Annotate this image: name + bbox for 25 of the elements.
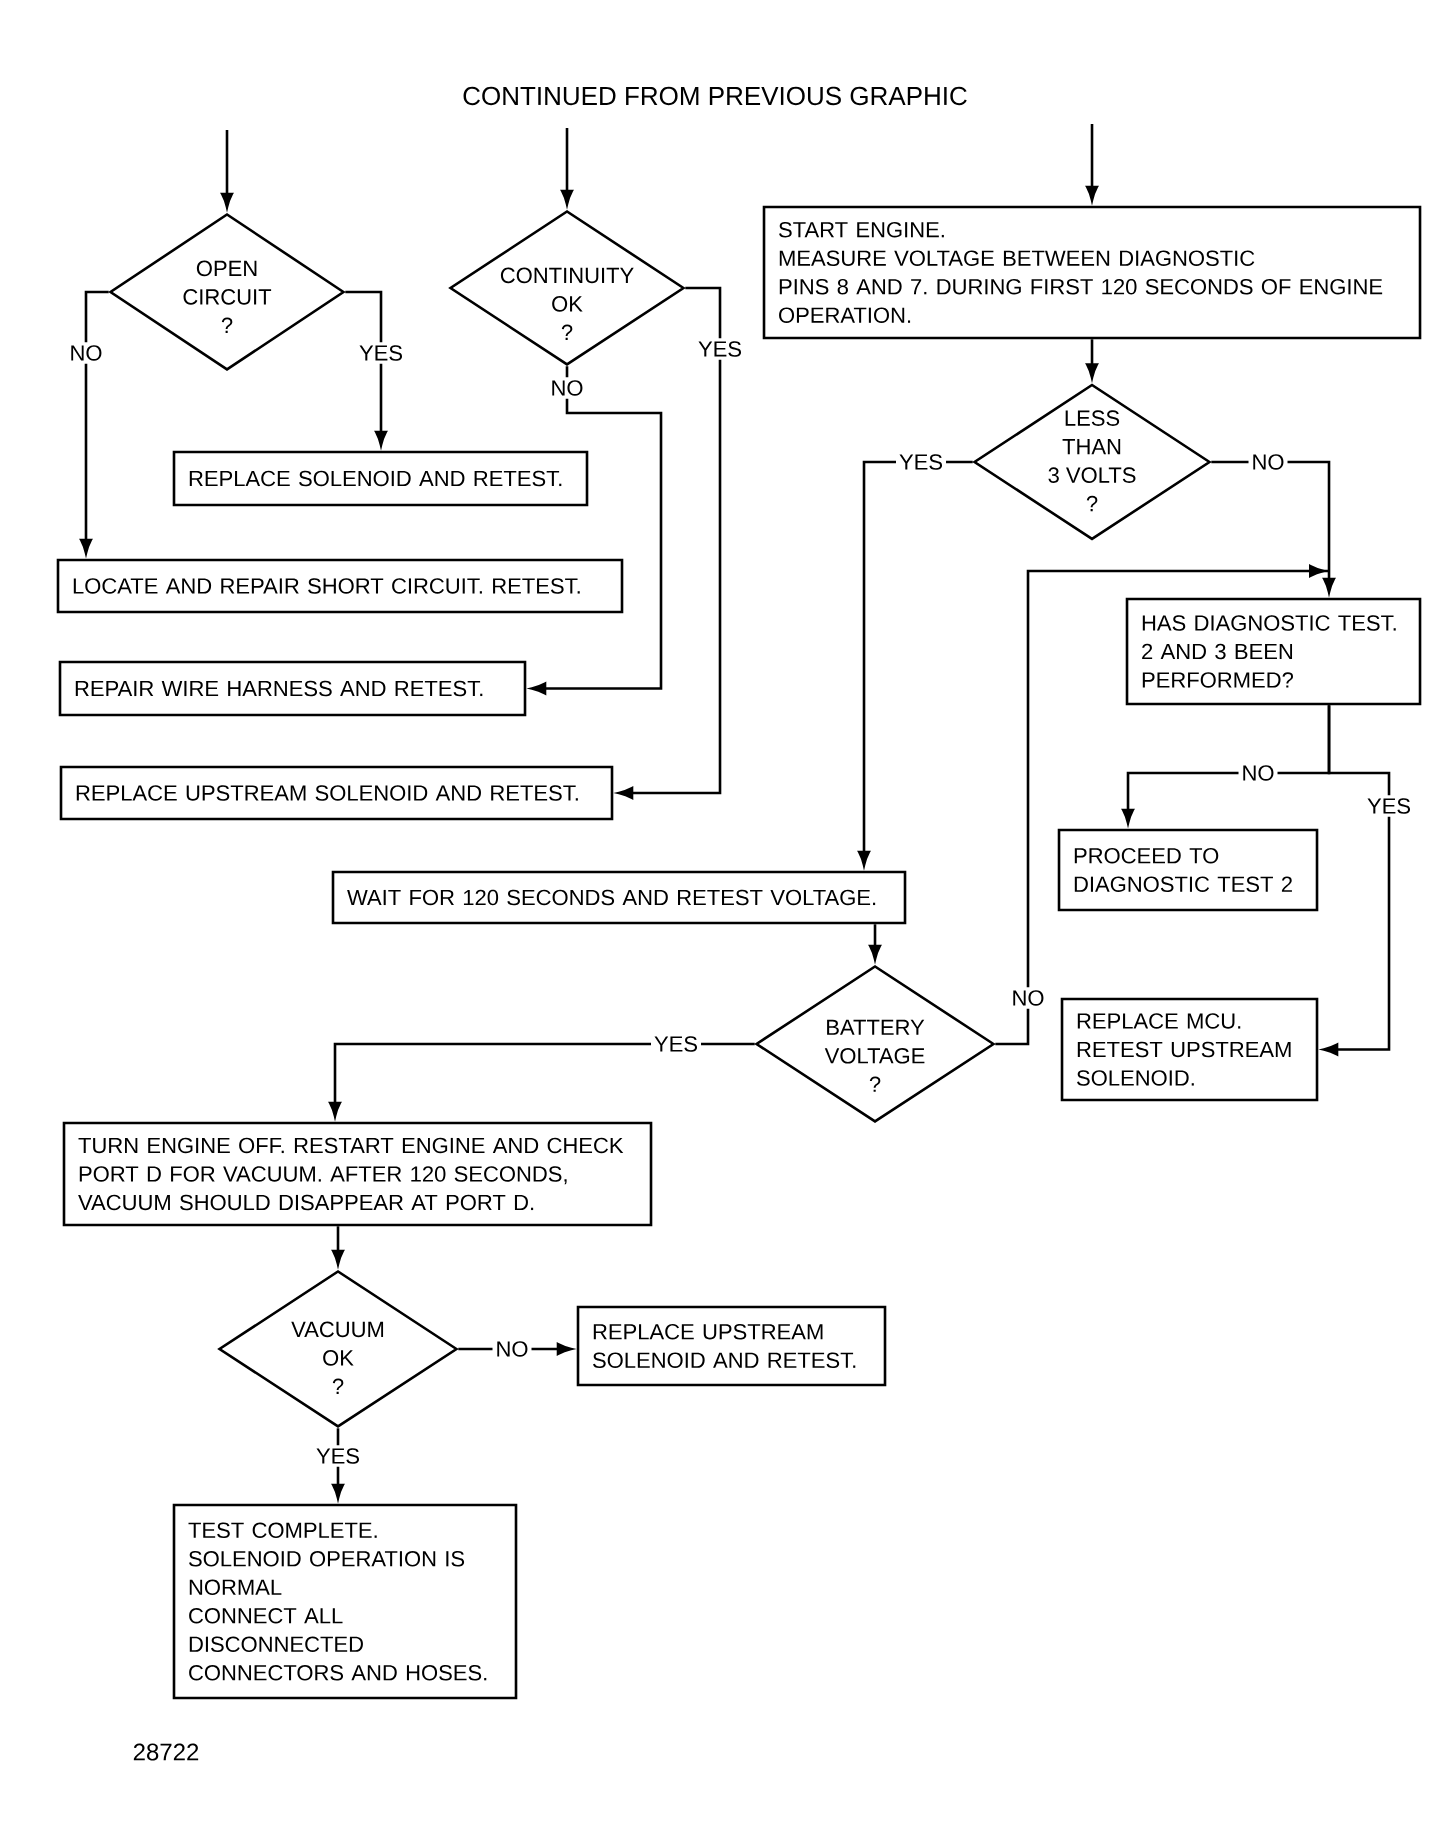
process-box: REPLACE SOLENOID AND RETEST. [172, 450, 589, 507]
process-box: HAS DIAGNOSTIC TEST. 2 AND 3 BEEN PERFORMED? [1125, 597, 1422, 706]
process-box: WAIT FOR 120 SECONDS AND RETEST VOLTAGE. [331, 870, 907, 925]
edge-label: NO [1248, 451, 1288, 473]
arrow [995, 564, 1329, 1046]
process-box: PROCEED TO DIAGNOSTIC TEST 2 [1057, 828, 1319, 912]
edge-label: NO [492, 1338, 532, 1360]
process-box: LOCATE AND REPAIR SHORT CIRCUIT. RETEST. [56, 558, 624, 614]
process-box: TURN ENGINE OFF. RESTART ENGINE AND CHECK PORT D FOR VACUUM. AFTER 120 SECONDS, VACUUM SHOULD DISAPPEAR AT PORT D. [62, 1121, 653, 1227]
edge-label: YES [651, 1033, 701, 1055]
edge-label: NO [1008, 987, 1048, 1009]
edge-label: YES [313, 1445, 363, 1467]
process-box: START ENGINE. MEASURE VOLTAGE BETWEEN DIAGNOSTIC PINS 8 AND 7. DURING FIRST 120 SECONDS OF ENGINE OPERATION. [762, 205, 1422, 340]
edge-label: NO [66, 342, 106, 364]
edge-label: YES [356, 342, 406, 364]
process-box: REPLACE MCU. RETEST UPSTREAM SOLENOID. [1060, 997, 1319, 1102]
edge-label: NO [1238, 762, 1278, 784]
edge-label: YES [695, 338, 745, 360]
process-box: REPLACE UPSTREAM SOLENOID AND RETEST. [576, 1305, 887, 1387]
process-box: REPLACE UPSTREAM SOLENOID AND RETEST. [59, 765, 614, 821]
edge-label: YES [896, 451, 946, 473]
title: CONTINUED FROM PREVIOUS GRAPHIC [463, 86, 967, 106]
process-box: REPAIR WIRE HARNESS AND RETEST. [58, 660, 527, 717]
process-box: TEST COMPLETE. SOLENOID OPERATION IS NORMAL CONNECT ALL DISCONNECTED CONNECTORS AND HOSES. [172, 1503, 518, 1700]
figure-number: 28722 [133, 1743, 199, 1761]
